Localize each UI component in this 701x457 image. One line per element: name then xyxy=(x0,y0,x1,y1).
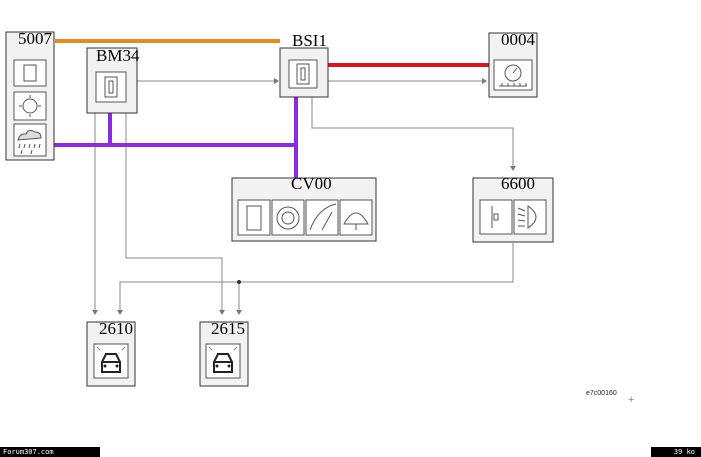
label-2610: 2610 xyxy=(99,319,133,338)
component-2610 xyxy=(86,321,136,387)
component-2615 xyxy=(199,321,249,387)
component-5007 xyxy=(5,31,55,161)
rain-icon xyxy=(17,129,42,141)
footer-site: Forum307.com xyxy=(0,447,100,457)
wiper-icon xyxy=(309,203,337,231)
crosshair-icon: + xyxy=(628,394,635,406)
label-5007: 5007 xyxy=(18,29,53,48)
diagram-reference: e7c00160 xyxy=(586,390,617,397)
label-2615: 2615 xyxy=(211,319,245,338)
wire-arrows xyxy=(92,78,516,315)
component-6600 xyxy=(472,177,554,243)
junction-dot xyxy=(237,280,241,284)
component-0004 xyxy=(488,32,538,98)
wire-bm34-2615 xyxy=(125,113,223,314)
purple-bus xyxy=(53,97,298,178)
wire-6600-2610 xyxy=(119,243,514,314)
label-bm34: BM34 xyxy=(96,46,140,65)
label-0004: 0004 xyxy=(501,30,536,49)
lamp-icon xyxy=(343,212,369,225)
footer-size: 39 ko xyxy=(651,447,701,457)
gauge-icon xyxy=(504,64,522,82)
label-cv00: CV00 xyxy=(291,174,332,193)
sun-icon xyxy=(22,98,38,114)
headlamp-icon xyxy=(527,205,537,229)
component-cv00 xyxy=(231,177,377,242)
component-bm34 xyxy=(86,47,138,114)
label-6600: 6600 xyxy=(501,174,535,193)
component-bsi1 xyxy=(279,47,329,98)
wire-bsi1-6600 xyxy=(311,97,514,170)
label-bsi1: BSI1 xyxy=(292,31,327,50)
horn-icon xyxy=(276,206,300,230)
